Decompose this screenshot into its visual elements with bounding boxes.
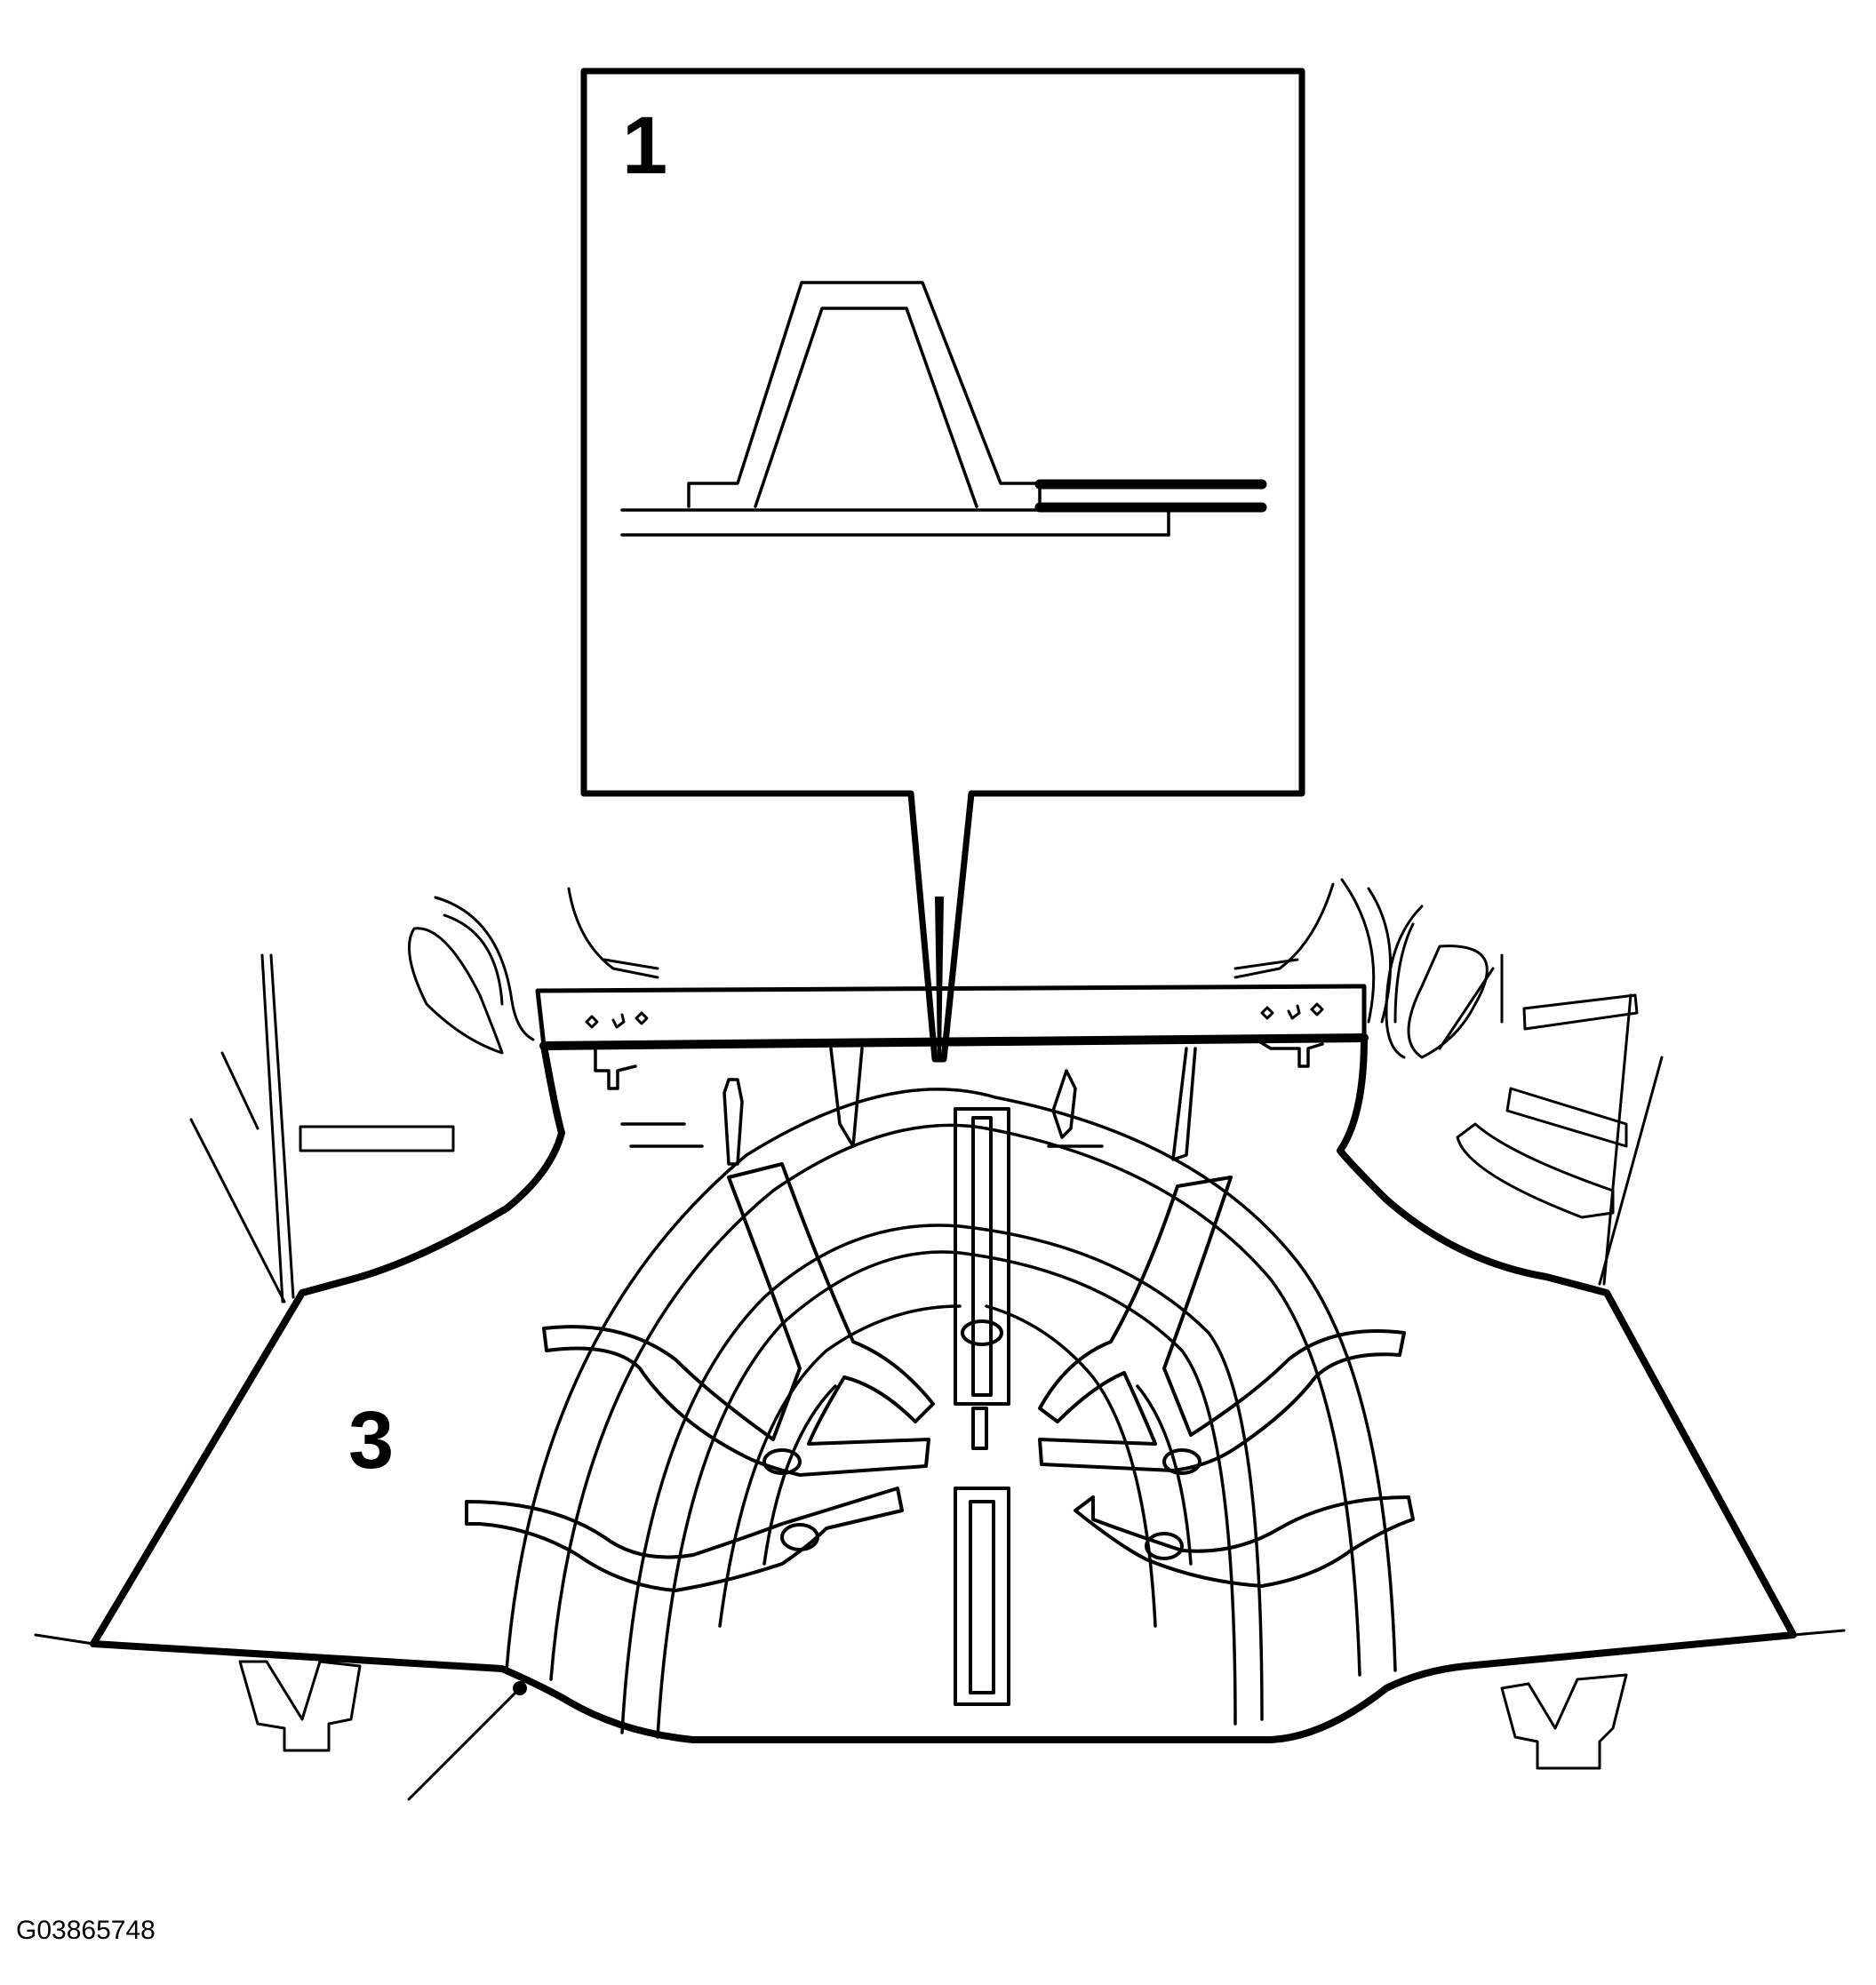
callout-3-leader — [407, 1681, 527, 1801]
detail-callout-box — [580, 68, 1305, 1063]
floor-ribs — [620, 1047, 1197, 1166]
figure-id: G03865748 — [16, 1916, 156, 1945]
weld-cross-section — [620, 281, 1267, 537]
spare-wheel-well — [505, 1088, 1397, 1739]
floor-panel-outline — [34, 1034, 1846, 1743]
left-quarter-panel — [189, 953, 455, 1303]
spare-wheel-straps — [465, 1107, 1415, 1706]
lower-mounts — [238, 1660, 1628, 1770]
callout-label-1: 1 — [622, 100, 668, 191]
callout-label-3: 3 — [348, 1395, 395, 1486]
right-quarter-panel — [1456, 993, 1664, 1286]
upper-body-panels — [408, 878, 1504, 1059]
